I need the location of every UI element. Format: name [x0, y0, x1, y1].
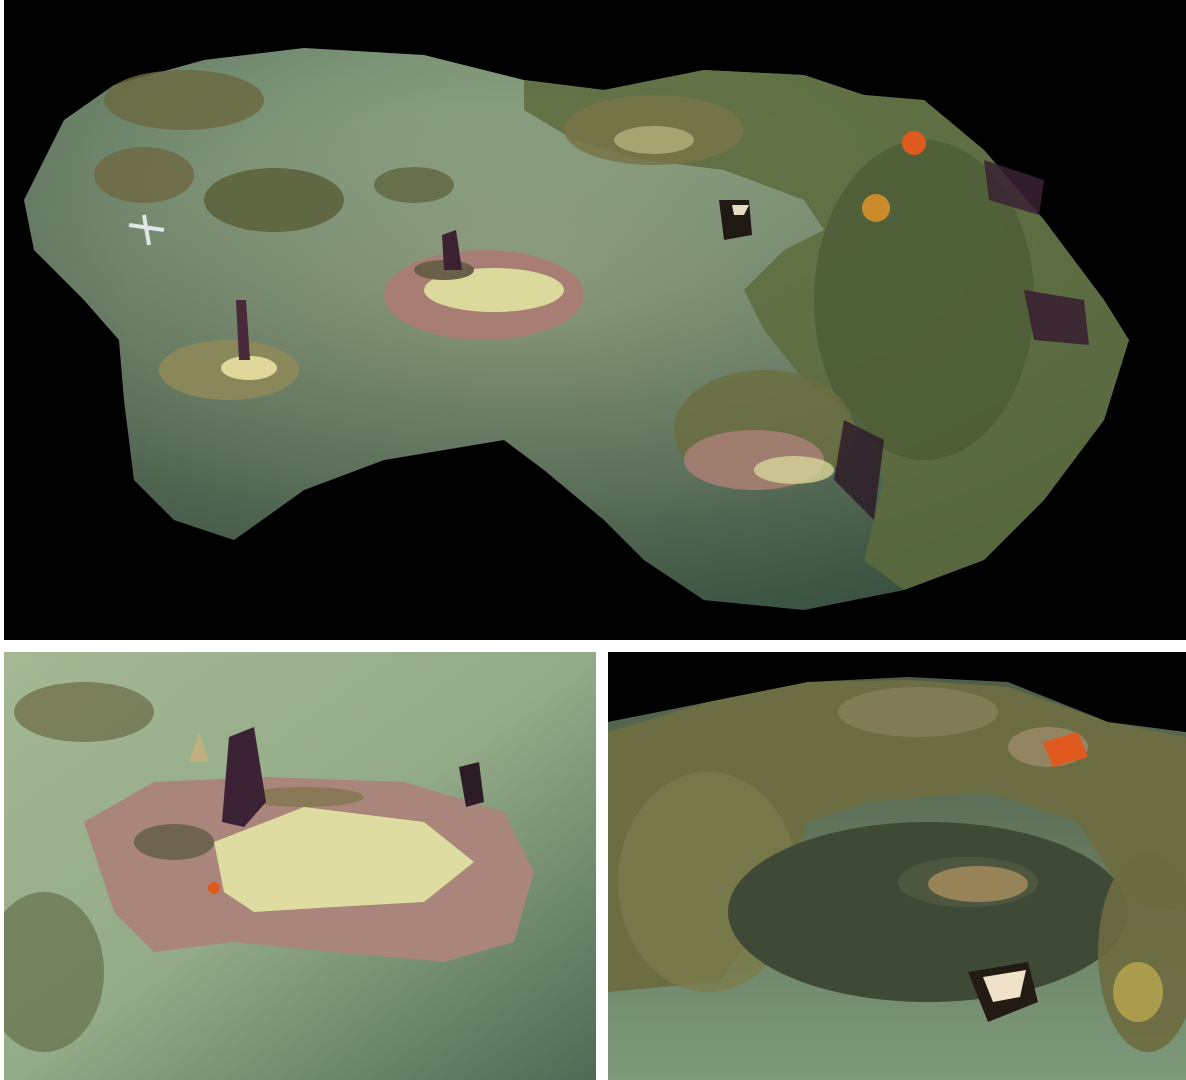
reef-model-overview-panel	[4, 0, 1186, 640]
sea-fan	[442, 230, 462, 270]
sea-fan	[222, 727, 266, 827]
seagrass-reef-closeup-image	[608, 652, 1186, 1080]
survey-marker	[128, 214, 165, 246]
orange-sponge	[1043, 732, 1088, 767]
seagrass-reef-closeup-panel	[608, 652, 1186, 1080]
orange-sponge	[902, 131, 926, 155]
seagrass-meadow	[728, 822, 1128, 1002]
reef-model-overview-image	[4, 0, 1186, 640]
orange-sponge	[208, 882, 220, 894]
coral-mound-closeup-panel	[4, 652, 596, 1080]
coral-mound-closeup-image	[4, 652, 596, 1080]
